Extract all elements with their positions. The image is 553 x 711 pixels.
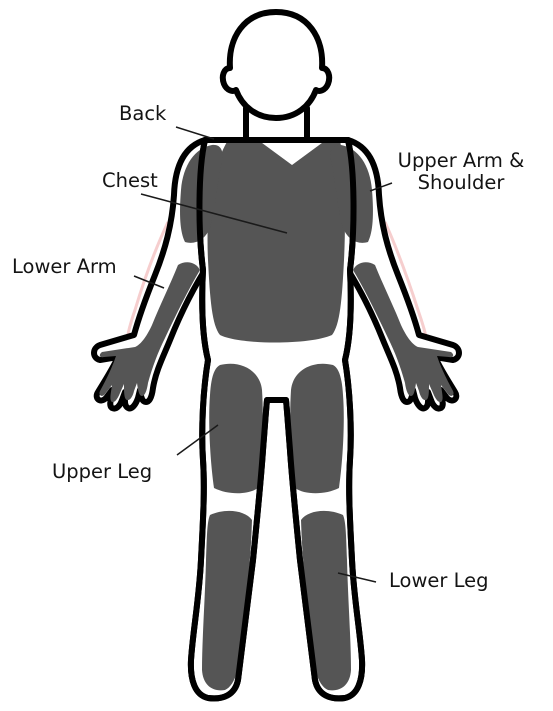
chest-region xyxy=(208,140,345,343)
label-lower-leg: Lower Leg xyxy=(389,570,489,592)
head xyxy=(223,12,329,118)
label-chest: Chest xyxy=(102,170,158,192)
label-lower-arm: Lower Arm xyxy=(12,256,117,278)
upper-leg-right-region xyxy=(290,364,344,494)
back-pointer xyxy=(176,127,214,139)
body-regions xyxy=(99,140,453,690)
lower-leg-left-region xyxy=(202,511,252,690)
label-upper-arm-line1: Upper Arm & xyxy=(396,150,526,172)
upper-leg-left-region xyxy=(209,364,263,494)
label-upper-leg: Upper Leg xyxy=(52,461,152,483)
label-upper-arm-line2: Shoulder xyxy=(396,172,526,194)
label-back: Back xyxy=(119,103,166,125)
label-upper-arm-shoulder: Upper Arm & Shoulder xyxy=(396,150,526,195)
lower-leg-right-region xyxy=(301,511,351,690)
